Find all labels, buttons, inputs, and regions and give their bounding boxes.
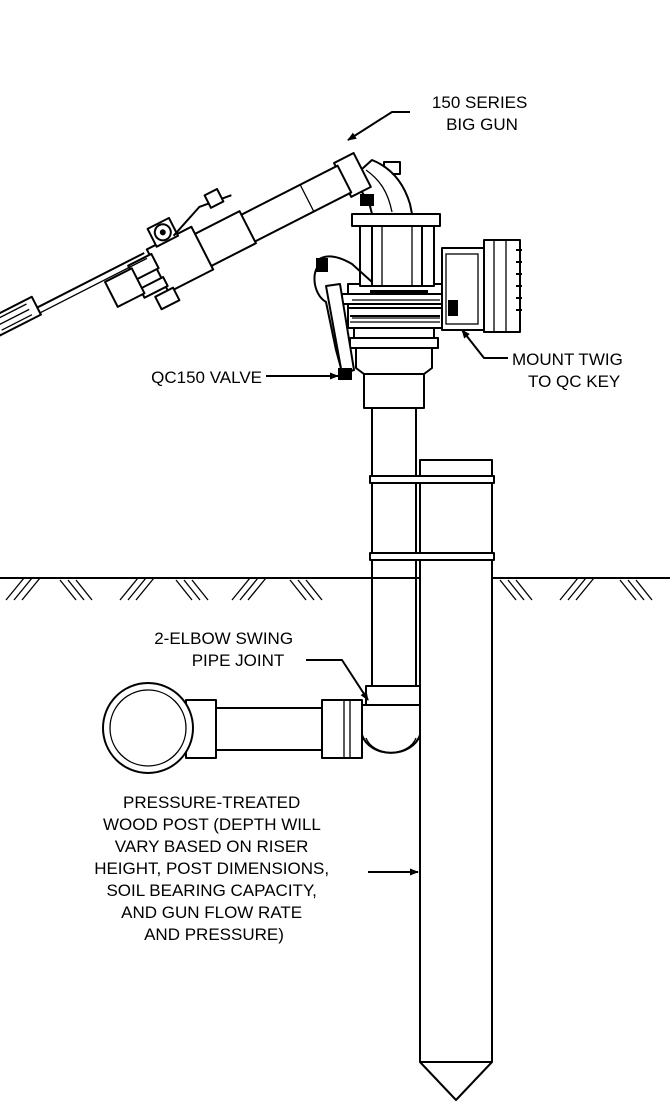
gun-paddle [0,295,42,337]
big-gun [0,152,372,337]
label-wood-post: PRESSURE-TREATED WOOD POST (DEPTH WILL V… [94,793,334,944]
label-qc150-valve: QC150 VALVE [151,368,262,387]
riser-pipe [369,407,495,691]
riser-strap-lower [369,552,495,561]
label-swing-joint: 2-ELBOW SWING PIPE JOINT [154,629,298,670]
twig-controller [441,239,522,333]
callout-joint-leader [306,659,369,701]
label-mount-twig: MOUNT TWIG TO QC KEY [512,350,628,391]
swing-joint [361,685,421,754]
mainline-pipe-end [102,682,194,774]
lateral-pipe [102,682,363,774]
callout-mount-leader [461,329,508,359]
ground-hatching [5,577,653,601]
ground-surface [0,577,670,601]
riser-strap-upper [369,475,495,484]
qc150-valve [347,307,445,409]
label-big-gun: 150 SERIES BIG GUN [432,93,532,134]
callout-gun-leader [347,111,410,141]
wood-post [419,459,493,1101]
valve-actuator [313,213,453,380]
